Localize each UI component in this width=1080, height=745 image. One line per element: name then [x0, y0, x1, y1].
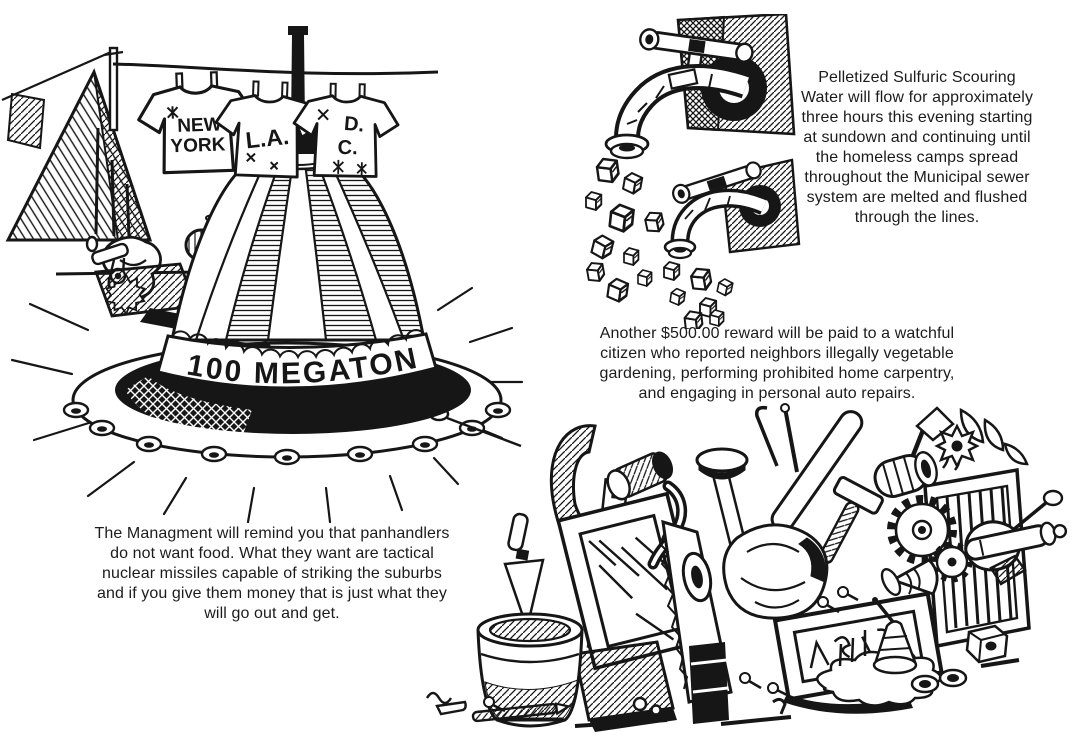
faucet-handle: [639, 28, 754, 88]
shirt-label-c: C.: [337, 137, 357, 159]
megaton-band: 100 MEGATON: [156, 329, 438, 390]
flange-bolts: [62, 401, 512, 466]
tshirt-dc: D. C.: [292, 82, 400, 178]
stick-pencil: [471, 702, 572, 723]
rolling-pin: [964, 521, 1068, 561]
gears: [887, 495, 973, 583]
clothesline: [1, 46, 439, 150]
star-gear: [934, 423, 980, 469]
plate-shadow: [783, 694, 913, 714]
faucet-small-handle: [672, 161, 762, 206]
shirt-label-d: D.: [343, 113, 365, 137]
trowel: [503, 512, 545, 633]
shirt-label-new: NEW: [177, 114, 222, 137]
scattered-bits: [425, 586, 1020, 728]
bomb-illustration: 100 MEGATON NEW YORK L.A. D. C.: [1, 26, 524, 524]
center-wheel: [722, 523, 829, 620]
oil-can: [872, 597, 918, 675]
hammer: [818, 476, 884, 564]
shine-lines: [10, 286, 524, 524]
dark-jar: [689, 642, 729, 724]
washers: [910, 668, 968, 694]
shirt-label-york: YORK: [170, 134, 226, 157]
caption-panhandlers: The Managment will remind you that panha…: [94, 525, 450, 622]
junk-pile-illustration: [425, 403, 1068, 732]
cube-block: [965, 624, 1009, 664]
funnel-horn: [880, 558, 939, 596]
pellet-cubes-large: [585, 155, 666, 304]
caption-sulfuric-water: Pelletized Sulfuric Scouring Water will …: [800, 69, 1034, 226]
bomb-dome: [170, 145, 426, 342]
pellet-cubes-small: [663, 261, 735, 329]
faucets-illustration: [585, 14, 801, 329]
tshirt-la: L.A.: [214, 80, 322, 179]
stray-stick: [428, 406, 522, 448]
faucet-small: [663, 158, 801, 260]
caption-reward: Another $500.00 reward will be paid to a…: [599, 325, 955, 402]
plunger: [695, 447, 749, 559]
faucet-large: [604, 14, 796, 160]
ribbed-canister: [873, 451, 938, 498]
shirt-label-la: L.A.: [244, 123, 290, 153]
